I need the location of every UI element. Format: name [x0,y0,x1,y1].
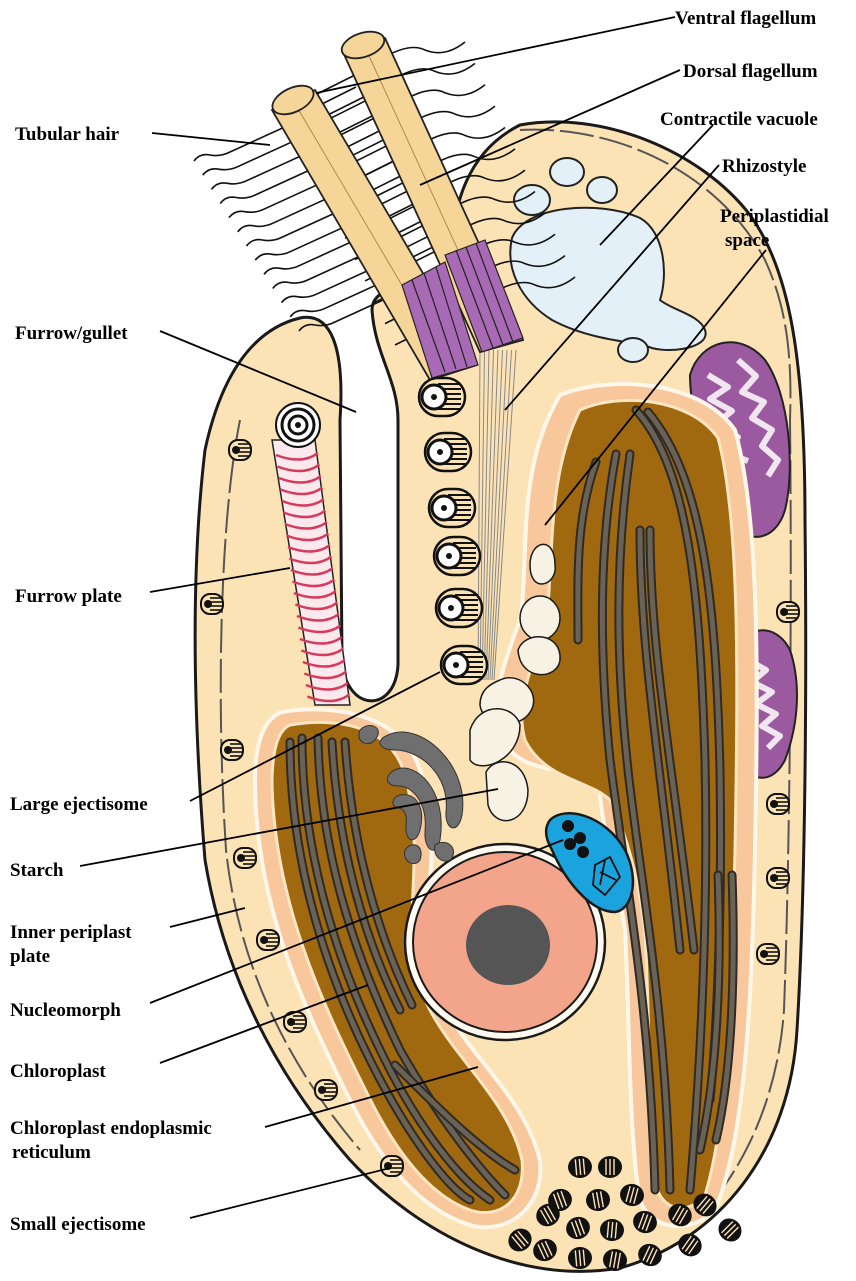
label-large-ejectisome: Large ejectisome [10,794,148,815]
small-ejectisome-icon [598,1156,622,1178]
label-periplastidial-line1: Periplastidial [720,206,829,227]
small-ejectisome-icon [257,930,279,950]
label-small-ejectisome: Small ejectisome [10,1214,146,1235]
large-ejectisome-icon [419,378,465,416]
small-ejectisome-icon [234,848,256,868]
label-cer-line2: reticulum [12,1142,91,1163]
label-inner-periplast-line2: plate [10,946,50,967]
large-ejectisome-icon [429,489,475,527]
large-ejectisome-icon [436,589,482,627]
small-ejectisome-icon [221,740,243,760]
small-ejectisome-icon [315,1080,337,1100]
label-tubular-hair: Tubular hair [15,124,120,145]
label-furrow-gullet: Furrow/gullet [15,323,128,344]
label-dorsal-flagellum: Dorsal flagellum [683,61,818,82]
small-ejectisome-icon [201,594,223,614]
large-ejectisome-icon [425,433,471,471]
small-ejectisome-icon [767,868,789,888]
label-inner-periplast-line1: Inner periplast [10,922,132,943]
small-ejectisome-icon [229,440,251,460]
label-chloroplast: Chloroplast [10,1061,106,1082]
label-starch: Starch [10,860,64,881]
label-periplastidial-line2: space [725,230,769,251]
small-ejectisome-icon [381,1156,403,1176]
large-ejectisome-icon [441,646,487,684]
label-ventral-flagellum: Ventral flagellum [675,8,816,29]
nucleolus [466,905,550,985]
small-ejectisome-icon [757,944,779,964]
label-contractile-vacuole: Contractile vacuole [660,109,818,130]
large-ejectisome-icon [434,537,480,575]
label-rhizostyle: Rhizostyle [722,156,806,177]
label-furrow-plate: Furrow plate [15,586,122,607]
label-cer-line1: Chloroplast endoplasmic [10,1118,212,1139]
label-nucleomorph: Nucleomorph [10,1000,121,1021]
small-ejectisome-icon [777,602,799,622]
small-ejectisome-icon [767,794,789,814]
small-ejectisome-icon [714,1214,747,1247]
